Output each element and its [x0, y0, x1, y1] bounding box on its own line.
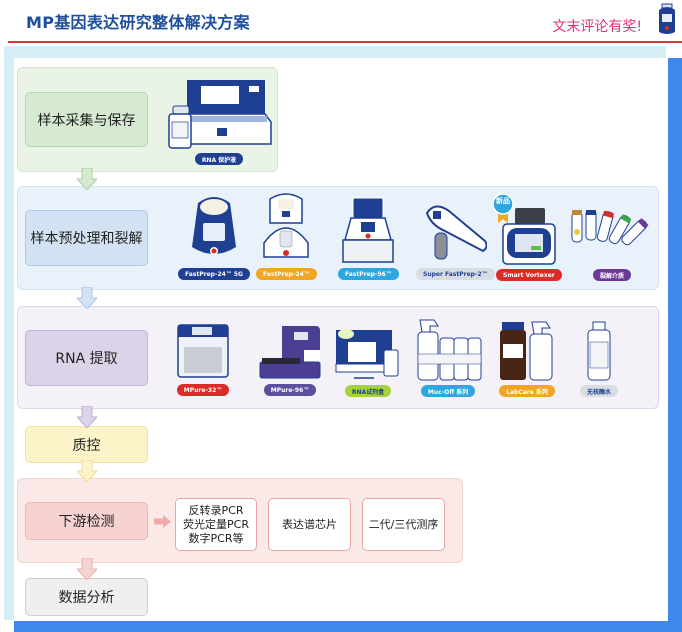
water-bottle-icon — [587, 321, 611, 381]
product-label-pill: MPure-32™ — [176, 384, 230, 396]
product-lysis-matrix: 裂解介质 — [568, 210, 656, 281]
fastprep-24-icon — [263, 193, 310, 258]
arrow-down-icon — [77, 460, 97, 482]
method-pcr: 反转录PCR 荧光定量PCR 数字PCR等 — [175, 498, 257, 551]
method-sequencing: 二代/三代测序 — [362, 498, 445, 551]
rna-preservation-kit-icon — [168, 80, 272, 149]
step-pretreatment-lysis: 样本预处理和裂解 — [25, 210, 148, 266]
svg-text:新品: 新品 — [496, 196, 510, 205]
product-label-pill: FastPrep-24™ 5G — [178, 268, 250, 280]
product-smart-vortexer: Smart Vortexer — [496, 206, 562, 281]
header-divider — [8, 41, 682, 43]
product-label-pill: MPure-96™ — [263, 384, 317, 396]
product-mpure-32: MPure-32™ — [176, 323, 230, 396]
method-line: 二代/三代测序 — [368, 517, 439, 531]
new-product-badge-icon: 新品 — [492, 193, 514, 223]
product-label-pill: LabCare 系列 — [499, 385, 555, 397]
arrow-right-icon — [154, 515, 171, 528]
method-line: 表达谱芯片 — [282, 517, 337, 531]
product-fastprep-24-5g: FastPrep-24™ 5G — [178, 193, 250, 280]
product-label-pill: FastPrep-24™ — [256, 268, 317, 280]
fastprep-96-icon — [342, 197, 395, 263]
product-label-pill: 裂解介质 — [592, 269, 631, 281]
product-rna-kit: RNA试剂盒 — [334, 326, 402, 397]
fastprep-device-icon — [659, 3, 675, 34]
frame-bottom-band — [14, 621, 682, 632]
step-rna-extraction: RNA 提取 — [25, 330, 148, 386]
product-nuclease-free-water: 无核酶水 — [580, 320, 619, 397]
step-quality-control: 质控 — [25, 426, 148, 463]
smart-vortexer-icon — [502, 208, 556, 265]
product-mpure-96: MPure-96™ — [258, 322, 322, 396]
product-label-pill: FastPrep-96™ — [338, 268, 399, 280]
promo-text: 文末评论有奖! — [552, 19, 642, 35]
product-label-pill: RNA 保护液 — [194, 153, 244, 165]
arrow-down-icon — [77, 558, 97, 580]
product-fastprep-96: FastPrep-96™ — [338, 196, 399, 280]
arrow-down-icon — [77, 287, 97, 309]
product-labcare-series: LabCare 系列 — [498, 320, 556, 397]
mpure-96-icon — [259, 326, 321, 379]
rna-kit-icon — [335, 329, 399, 379]
method-expression-microarray: 表达谱芯片 — [268, 498, 351, 551]
arrow-down-icon — [77, 168, 97, 190]
product-super-fastprep-2: Super FastPrep-2™ — [416, 203, 495, 280]
product-label-pill: 无核酶水 — [580, 385, 619, 397]
product-label-pill: RNA试剂盒 — [344, 385, 392, 397]
step-downstream-detection: 下游检测 — [25, 502, 148, 540]
product-mucoff-series: Muc-Off 系列 — [414, 318, 482, 397]
product-fastprep-24: FastPrep-24™ — [256, 193, 317, 280]
product-label-pill: Muc-Off 系列 — [420, 385, 476, 397]
frame-right-band — [668, 58, 682, 632]
labcare-bottles-icon — [500, 321, 553, 381]
arrow-down-icon — [77, 406, 97, 428]
fastprep-24-5g-icon — [191, 197, 236, 255]
step-sample-collection: 样本采集与保存 — [25, 92, 148, 147]
method-line: 荧光定量PCR — [183, 517, 249, 531]
frame-top-band — [4, 46, 666, 58]
step-data-analysis: 数据分析 — [25, 578, 148, 616]
method-line: 反转录PCR — [188, 503, 244, 517]
page-title: MP基因表达研究整体解决方案 — [26, 13, 250, 32]
product-rna-preservation: RNA 保护液 — [165, 78, 273, 165]
mucoff-bottles-icon — [417, 319, 482, 381]
lysis-matrix-tubes-icon — [571, 210, 649, 246]
super-fastprep-2-icon — [426, 205, 488, 260]
product-label-pill: Super FastPrep-2™ — [416, 268, 495, 280]
mpure-32-icon — [177, 324, 229, 378]
product-label-pill: Smart Vortexer — [496, 269, 562, 281]
frame-left-band — [4, 46, 14, 620]
method-line: 数字PCR等 — [188, 531, 244, 545]
